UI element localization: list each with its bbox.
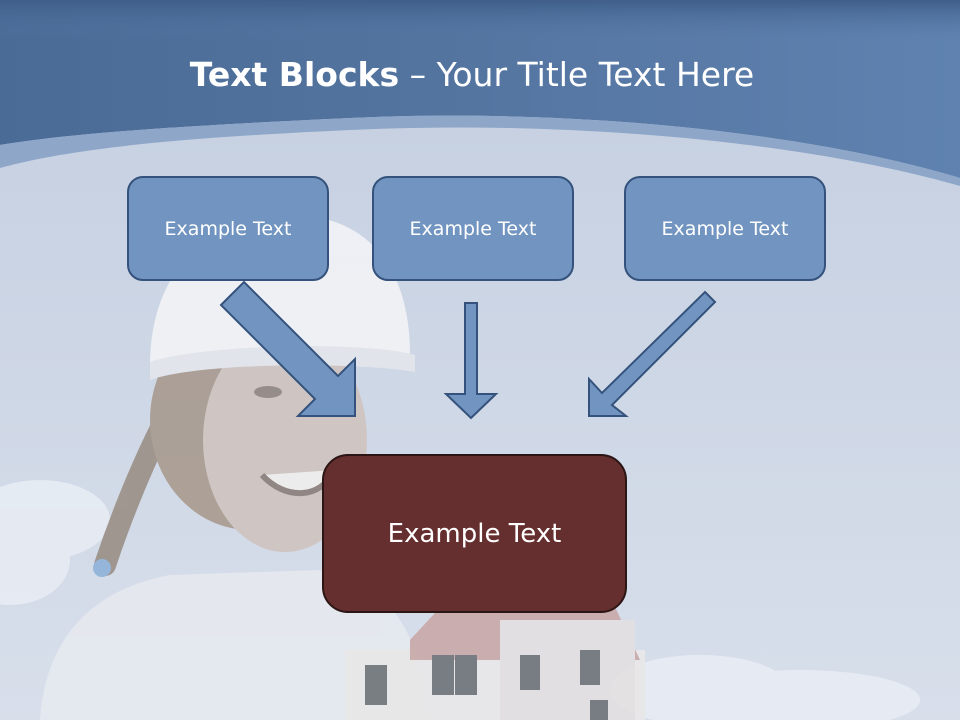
- title-rest: Your Title Text Here: [436, 55, 755, 94]
- arrow-right-icon: [588, 290, 717, 417]
- slide-title: Text Blocks – Your Title Text Here: [0, 52, 944, 98]
- title-dash: –: [399, 55, 437, 94]
- text-box-middle-label: Example Text: [409, 217, 537, 240]
- text-box-left-label: Example Text: [164, 217, 292, 240]
- text-box-middle[interactable]: Example Text: [372, 176, 574, 281]
- text-box-right-label: Example Text: [661, 217, 789, 240]
- text-box-left[interactable]: Example Text: [127, 176, 329, 281]
- model-house: [345, 575, 645, 720]
- arrow-middle-icon: [443, 302, 499, 420]
- text-box-center[interactable]: Example Text: [322, 454, 627, 613]
- text-box-right[interactable]: Example Text: [624, 176, 826, 281]
- arrow-left-icon: [219, 280, 356, 417]
- clouds: [0, 480, 920, 720]
- title-bold: Text Blocks: [189, 55, 400, 94]
- text-box-center-label: Example Text: [387, 518, 562, 549]
